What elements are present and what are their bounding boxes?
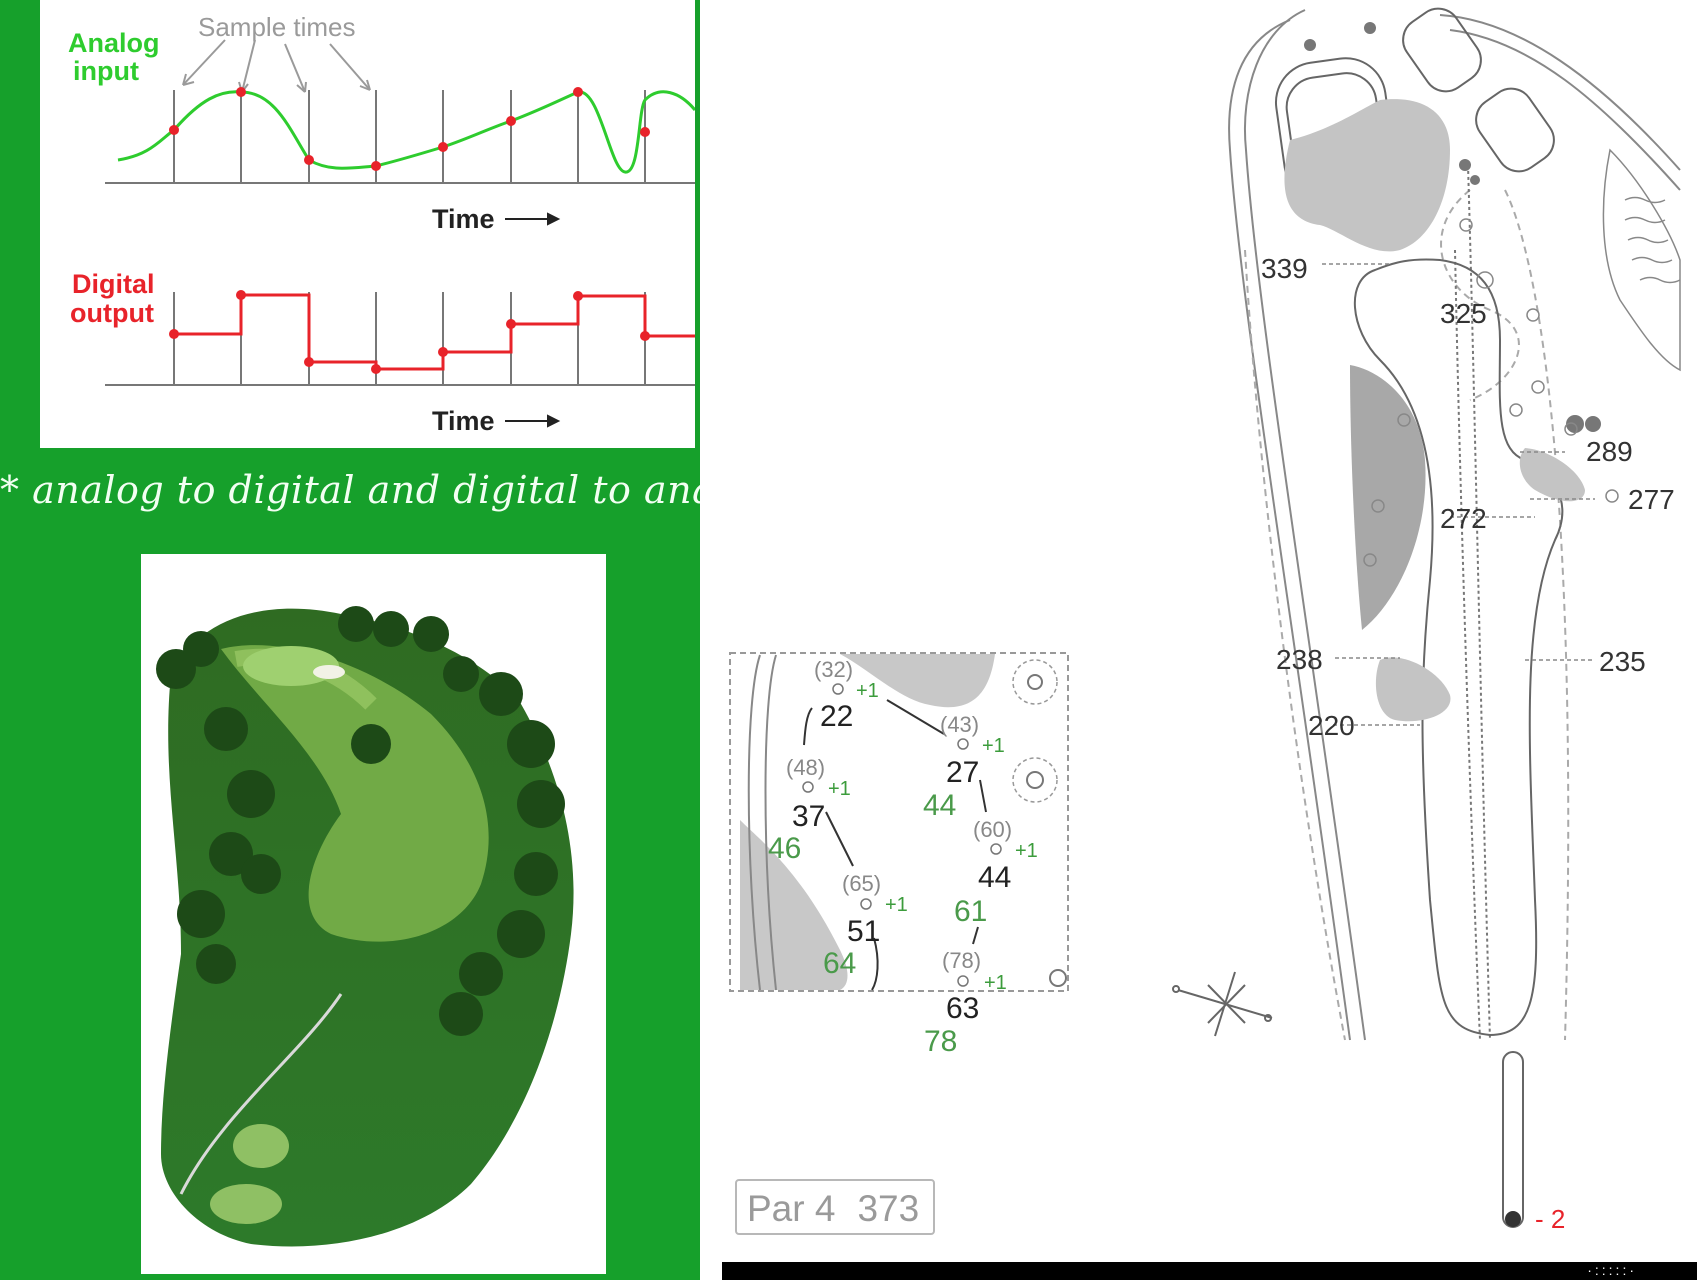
- par-info-box: Par 4 373: [735, 1179, 935, 1235]
- inset-main-4: 44: [978, 861, 1011, 894]
- inset-green-6: 78: [924, 1025, 957, 1058]
- compass-icon: [1172, 971, 1273, 1037]
- time-label-top: Time: [432, 204, 495, 234]
- inset-green-2: 44: [923, 789, 956, 822]
- hazards: [1284, 99, 1585, 722]
- digital-step-line: [174, 293, 695, 371]
- bottom-bar: ·:::::·: [722, 1262, 1697, 1280]
- golf-hole-aerial-image: [141, 554, 606, 1274]
- inset-map: (32) +1 22 (43) +1 27 44 (48) +1 37 46 (…: [729, 652, 1069, 1058]
- digital-sample-points: [169, 290, 650, 374]
- par-label: Par 4: [747, 1188, 836, 1229]
- bottom-dots: ·:::::·: [1587, 1262, 1637, 1278]
- marsh-area: [1602, 148, 1681, 372]
- digital-label-2: output: [70, 298, 154, 328]
- sample-times-label: Sample times: [198, 12, 356, 42]
- inset-bonus-5: +1: [885, 894, 908, 916]
- analog-sample-points: [169, 87, 650, 171]
- tree-markers: [1304, 22, 1601, 433]
- hole-layout: [1228, 7, 1681, 1228]
- inset-dist-5: (65): [842, 871, 881, 896]
- tree-circles: [1363, 218, 1619, 567]
- inset-green-3: 46: [768, 832, 801, 865]
- inset-main-2: 27: [946, 756, 979, 789]
- inset-dist-3: (48): [786, 755, 825, 780]
- tee-score: - 2: [1535, 1204, 1565, 1234]
- analog-label-1: Analog: [68, 28, 160, 58]
- yardage-235: 235: [1599, 646, 1646, 677]
- inset-dist-2: (43): [940, 712, 979, 737]
- yardage-277: 277: [1628, 484, 1675, 515]
- analog-digital-diagram: Sample times Analog input Digital output: [40, 0, 695, 448]
- inset-dist-1: (32): [814, 657, 853, 682]
- hole-map-area: [700, 0, 1707, 1280]
- digital-label-1: Digital: [72, 269, 155, 299]
- sample-arrows: [182, 39, 371, 93]
- inset-main-3: 37: [792, 800, 825, 833]
- yardage-220: 220: [1308, 710, 1355, 741]
- caption-text: * analog to digital and digital to ana: [0, 468, 700, 512]
- yardage-325: 325: [1440, 298, 1487, 329]
- inset-bonus-6: +1: [984, 972, 1007, 994]
- inset-main-5: 51: [847, 915, 880, 948]
- analog-label-2: input: [73, 56, 139, 86]
- inset-main-6: 63: [946, 992, 979, 1025]
- inset-bonus-1: +1: [856, 680, 879, 702]
- inset-bonus-3: +1: [828, 778, 851, 800]
- time-arrow-top: [505, 212, 561, 226]
- time-label-bottom: Time: [432, 406, 495, 436]
- inset-green-5: 64: [823, 947, 856, 980]
- yardage-ticks: [1322, 263, 1595, 726]
- inset-dist-6: (78): [942, 948, 981, 973]
- analog-digital-svg: Sample times Analog input Digital output: [68, 12, 695, 436]
- inset-bonus-2: +1: [982, 735, 1005, 757]
- yardage-238: 238: [1276, 644, 1323, 675]
- inset-green-4: 61: [954, 895, 987, 928]
- golf-aerial-svg: [156, 606, 574, 1247]
- inset-bonus-4: +1: [1015, 840, 1038, 862]
- inset-main-1: 22: [820, 700, 853, 733]
- tee-ball-icon: [1505, 1211, 1521, 1227]
- yardage-289: 289: [1586, 436, 1633, 467]
- inset-dist-4: (60): [973, 817, 1012, 842]
- time-arrow-bottom: [505, 414, 561, 428]
- green-panel: Sample times Analog input Digital output: [0, 0, 700, 1280]
- par-yards: 373: [857, 1188, 920, 1229]
- yardage-272: 272: [1440, 503, 1487, 534]
- yardage-339: 339: [1261, 253, 1308, 284]
